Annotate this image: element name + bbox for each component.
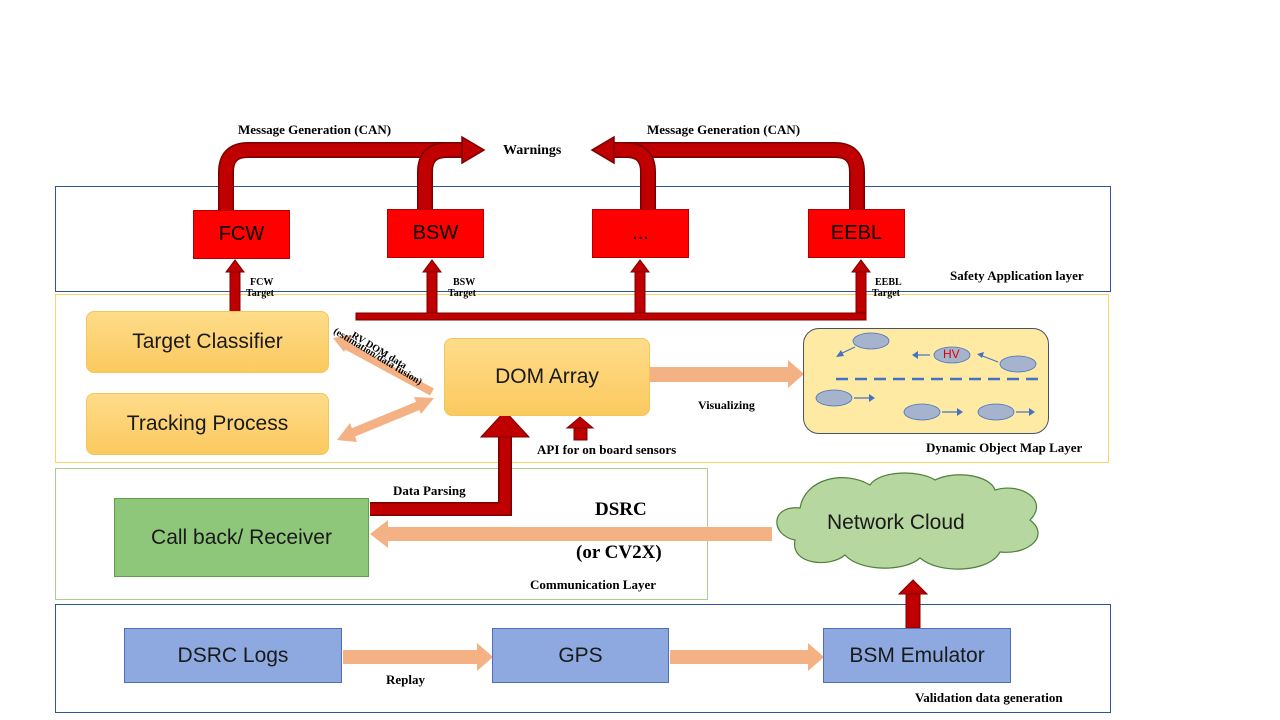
fcw-target-label-1: FCW xyxy=(250,277,274,288)
bsw-target-label-1: BSW xyxy=(453,277,476,288)
validation-data-generation-layer xyxy=(55,604,1111,713)
target-arrows xyxy=(225,259,871,321)
data-parsing-arrow xyxy=(370,410,531,516)
message-generation-arrow-right xyxy=(590,135,865,210)
rv-dom-data-arrow xyxy=(333,335,434,396)
message-generation-right-label: Message Generation (CAN) xyxy=(647,122,801,137)
dynamic-object-map-layer xyxy=(55,294,1109,463)
dsrc-label: DSRC xyxy=(595,499,647,520)
dsrc-logs-box: DSRC Logs xyxy=(124,628,342,683)
validation-layer-label: Validation data generation xyxy=(915,690,1063,705)
gps-to-bsm-arrow xyxy=(670,643,824,671)
network-cloud-label: Network Cloud xyxy=(827,511,965,534)
cv2x-label: (or CV2X) xyxy=(576,542,662,563)
tracking-process-box: Tracking Process xyxy=(86,393,329,455)
communication-layer-label: Communication Layer xyxy=(530,577,657,592)
replay-arrow xyxy=(343,643,493,671)
tracking-bidirectional-arrow xyxy=(337,397,434,442)
eebl-box: EEBL xyxy=(808,209,905,258)
network-cloud-shape xyxy=(776,472,1039,570)
dynamic-object-map-layer-label: Dynamic Object Map Layer xyxy=(926,440,1083,455)
api-sensor-arrow xyxy=(565,416,595,441)
safety-application-layer xyxy=(55,186,1111,292)
bsm-emulator-box: BSM Emulator xyxy=(823,628,1011,683)
gps-box: GPS xyxy=(492,628,669,683)
safety-layer-label: Safety Application layer xyxy=(950,268,1084,283)
visualizing-arrow xyxy=(648,360,804,388)
api-sensors-label: API for on board sensors xyxy=(537,442,677,457)
replay-label: Replay xyxy=(386,672,425,687)
message-generation-arrow-left xyxy=(218,135,486,210)
dom-array-box: DOM Array xyxy=(444,338,650,416)
more-apps-box: ... xyxy=(592,209,689,258)
eebl-target-label-2: Target xyxy=(872,288,900,299)
fcw-target-label-2: Target xyxy=(246,288,274,299)
eebl-target-label-1: EEBL xyxy=(875,277,902,288)
hv-label: HV xyxy=(943,347,960,361)
data-parsing-label: Data Parsing xyxy=(393,483,466,498)
message-generation-left-label: Message Generation (CAN) xyxy=(238,122,392,137)
target-classifier-box: Target Classifier xyxy=(86,311,329,373)
bsw-box: BSW xyxy=(387,209,484,258)
fcw-box: FCW xyxy=(193,210,290,259)
visualizing-label: Visualizing xyxy=(698,398,755,412)
warnings-label: Warnings xyxy=(503,143,562,158)
bsm-to-cloud-arrow xyxy=(897,579,929,629)
bsw-target-label-2: Target xyxy=(448,288,476,299)
dsrc-arrow xyxy=(370,520,772,548)
callback-receiver-box: Call back/ Receiver xyxy=(114,498,369,577)
map-vehicles xyxy=(815,332,1038,421)
